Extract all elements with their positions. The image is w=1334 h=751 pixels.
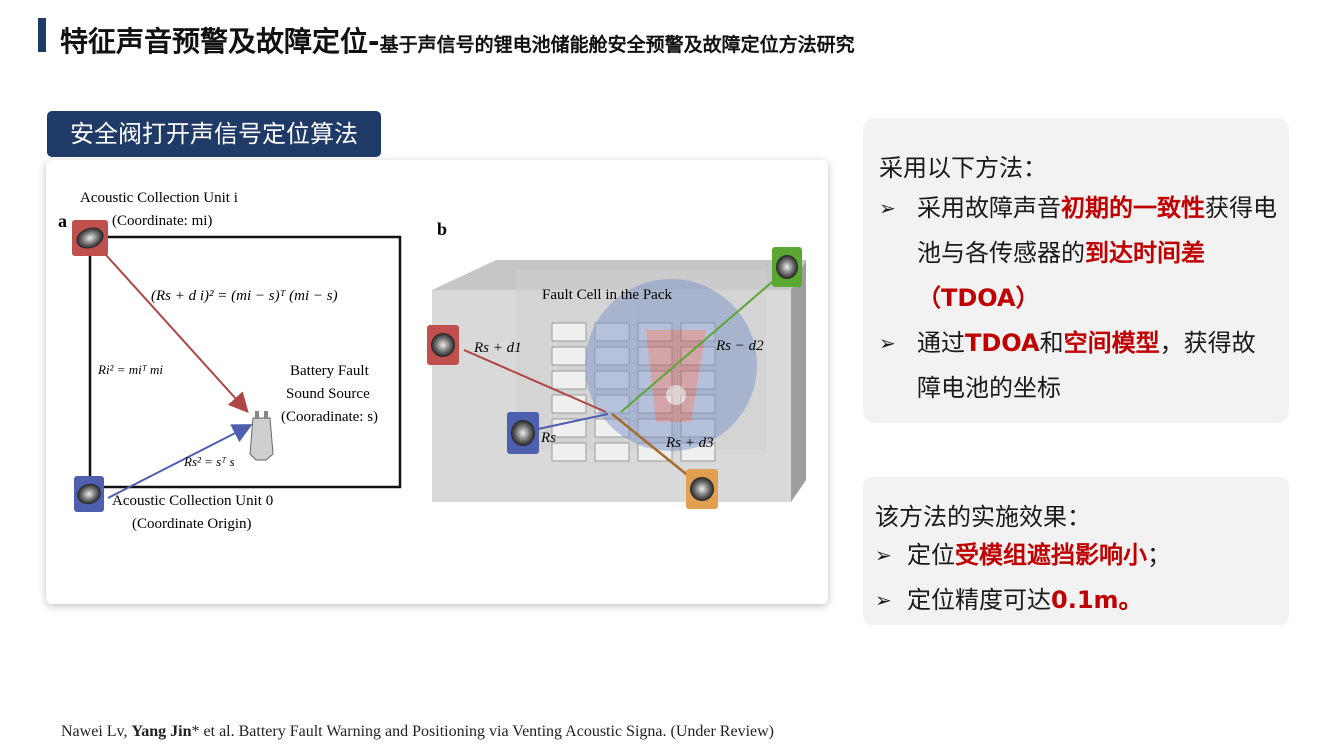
- effects-bullet-1: ➢ 定位受模组遮挡影响小；: [875, 533, 1285, 578]
- figure-panel: a Acoustic Collection Unit i (Coordinate…: [46, 160, 828, 604]
- methods-b2-post: ，获得故障电池的坐标: [917, 329, 1256, 402]
- methods-b2-red1: TDOA: [965, 329, 1040, 357]
- methods-b2-mid: 和: [1039, 329, 1064, 357]
- footnote-post: * et al. Battery Fault Warning and Posit…: [191, 723, 775, 740]
- fault-source-line1: Battery Fault: [290, 363, 370, 379]
- ray-unit-i-to-source: [105, 254, 249, 413]
- battery-cell: [551, 370, 587, 390]
- unit-i-label: Acoustic Collection Unit i: [80, 190, 238, 206]
- effects-b1-pre: 定位: [907, 541, 955, 569]
- effects-box: 该方法的实施效果： ➢ 定位受模组遮挡影响小； ➢ 定位精度可达0.1m。: [863, 477, 1289, 625]
- title-accent-bar: [38, 18, 46, 52]
- label-rs: Rs: [540, 430, 556, 446]
- sensor-orange: [686, 469, 718, 509]
- effects-b2-red: 0.1m。: [1051, 586, 1143, 614]
- battery-cell: [551, 346, 587, 366]
- methods-box: 采用以下方法： ➢ 采用故障声音初期的一致性获得电池与各传感器的到达时间差（TD…: [863, 118, 1289, 423]
- battery-cell: [551, 394, 587, 414]
- battery-cell: [551, 322, 587, 342]
- methods-b2-pre: 通过: [917, 329, 965, 357]
- equation-main: (Rs + d i)² = (mi − s)ᵀ (mi − s): [151, 288, 338, 304]
- label-rs-d2: Rs − d2: [715, 338, 764, 354]
- methods-bullet-1: ➢ 采用故障声音初期的一致性获得电池与各传感器的到达时间差（TDOA）: [879, 186, 1279, 321]
- fault-source-line2: Sound Source: [286, 386, 370, 402]
- sensor-green: [772, 247, 802, 287]
- panel-b-label: b: [437, 219, 447, 239]
- acoustic-unit-i: [72, 220, 108, 256]
- battery-cell: [594, 442, 630, 462]
- effects-b2-pre: 定位精度可达: [907, 586, 1051, 614]
- methods-b1-red1: 初期的一致性: [1061, 194, 1205, 222]
- effects-heading: 该方法的实施效果：: [875, 503, 1091, 531]
- sensor-red: [427, 325, 459, 365]
- methods-b1-pre: 采用故障声音: [917, 194, 1061, 222]
- equation-rs: Rs² = sᵀ s: [183, 454, 235, 469]
- label-rs-d3: Rs + d3: [665, 435, 714, 451]
- section-label: 安全阀打开声信号定位算法: [47, 111, 381, 157]
- unit-0-label: Acoustic Collection Unit 0: [112, 493, 273, 509]
- page-title-sub: 基于声信号的锂电池储能舱安全预警及故障定位方法研究: [379, 34, 855, 56]
- effects-bullet-2: ➢ 定位精度可达0.1m。: [875, 578, 1285, 623]
- bullet-arrow-icon: ➢: [879, 196, 896, 220]
- effects-b1-red: 受模组遮挡影响小: [955, 541, 1147, 569]
- label-rs-d1: Rs + d1: [473, 340, 522, 356]
- panel-a-label: a: [58, 211, 67, 231]
- sensor-blue: [507, 412, 539, 454]
- page-title: 特征声音预警及故障定位-基于声信号的锂电池储能舱安全预警及故障定位方法研究: [60, 20, 855, 60]
- bullet-arrow-icon: ➢: [875, 588, 892, 612]
- methods-b1-mid: 获得电池与各传感器的: [917, 194, 1277, 267]
- methods-b1-red2: 到达时间差（TDOA）: [917, 239, 1205, 312]
- ray-unit-0-to-source: [107, 424, 253, 499]
- box-side-face: [791, 260, 806, 502]
- battery-fault-icon: [249, 411, 274, 461]
- bullet-arrow-icon: ➢: [879, 331, 896, 355]
- footnote-author-bold: Yang Jin: [131, 723, 192, 740]
- methods-bullet-2: ➢ 通过TDOA和空间模型，获得故障电池的坐标: [879, 321, 1279, 411]
- effects-b1-post: ；: [1147, 541, 1171, 569]
- ray-red-sensor: [463, 349, 607, 413]
- fault-source-line3: (Cooradinate: s): [281, 409, 378, 425]
- acoustic-unit-0: [74, 476, 104, 512]
- page-title-main: 特征声音预警及故障定位-: [60, 25, 380, 58]
- watermark-logo: [585, 279, 757, 451]
- footnote-citation: Nawei Lv, Yang Jin* et al. Battery Fault…: [61, 723, 774, 741]
- ray-green-sensor: [620, 269, 787, 413]
- diagram-a: a Acoustic Collection Unit i (Coordinate…: [58, 190, 402, 532]
- unit-i-coordinate: (Coordinate: mi): [112, 213, 212, 229]
- figure-svg: a Acoustic Collection Unit i (Coordinate…: [58, 190, 806, 532]
- equation-ri: Ri² = miᵀ mi: [97, 362, 163, 377]
- fault-cell-label: Fault Cell in the Pack: [542, 287, 672, 303]
- battery-cell: [551, 442, 587, 462]
- footnote-pre: Nawei Lv,: [61, 723, 132, 740]
- unit-0-coordinate: (Coordinate Origin): [132, 516, 252, 532]
- diagram-b: b /* grid drawn by script below */ Fault…: [427, 219, 806, 509]
- room-outline: [88, 235, 402, 489]
- bullet-arrow-icon: ➢: [875, 543, 892, 567]
- ray-orange-sensor: [611, 413, 697, 483]
- methods-b2-red2: 空间模型: [1063, 329, 1160, 357]
- methods-heading: 采用以下方法：: [879, 154, 1047, 182]
